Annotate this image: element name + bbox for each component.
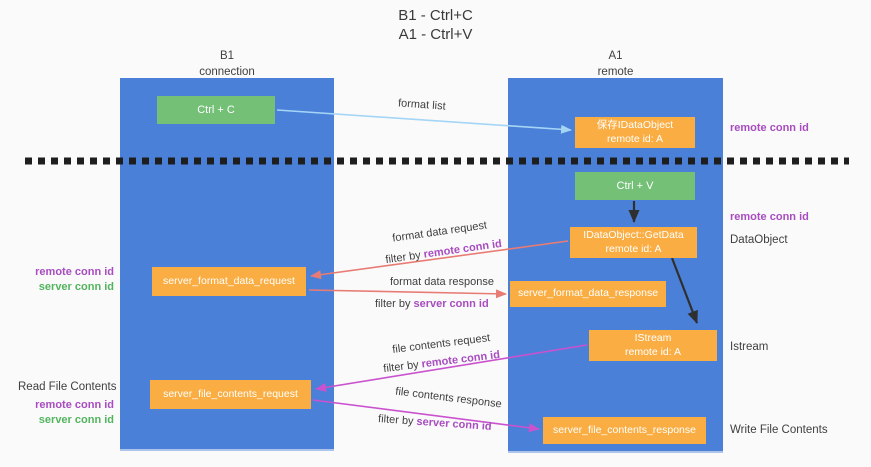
ctrl-c-label: Ctrl + C xyxy=(197,103,235,116)
save-idataobject-line1: 保存IDataObject xyxy=(596,118,674,131)
filter-by-text: filter by xyxy=(377,413,414,428)
right-remote-conn-id-mid: remote conn id xyxy=(730,211,809,223)
server-conn-id-text: server conn id xyxy=(413,298,489,310)
filter-by-text: filter by xyxy=(375,298,411,310)
lane-a1-name: A1 xyxy=(608,50,623,62)
title-line-2: A1 - Ctrl+V xyxy=(398,26,473,44)
istream-side-label: Istream xyxy=(730,341,769,353)
save-idataobject-box: 保存IDataObject remote id: A xyxy=(575,117,695,148)
server-file-contents-response-box: server_file_contents_response xyxy=(543,417,706,444)
format-data-request-arrow xyxy=(310,240,569,280)
getdata-line2: remote id: A xyxy=(605,242,662,255)
istream-box: IStream remote id: A xyxy=(589,330,717,361)
getdata-line1: IDataObject::GetData xyxy=(583,228,684,241)
dataobject-label: DataObject xyxy=(730,234,788,246)
file-contents-request-arrow xyxy=(315,344,588,392)
ctrl-c-box: Ctrl + C xyxy=(157,96,275,124)
lane-header-a1: A1 remote xyxy=(508,48,723,80)
server-format-data-request-label: server_format_data_request xyxy=(163,274,295,287)
left-server-conn-id-mid: server conn id xyxy=(38,281,114,293)
format-list-arrow xyxy=(276,109,572,134)
idataobject-getdata-box: IDataObject::GetData remote id: A xyxy=(570,227,697,258)
format-data-response-arrow xyxy=(308,289,507,299)
right-remote-conn-id-top: remote conn id xyxy=(730,122,809,134)
ctrl-v-box: Ctrl + V xyxy=(575,172,695,200)
title-line-1: B1 - Ctrl+C xyxy=(398,7,473,24)
getdata-to-istream-arrow xyxy=(670,257,699,324)
write-file-contents-label: Write File Contents xyxy=(730,424,828,436)
server-file-contents-request-label: server_file_contents_request xyxy=(163,387,298,400)
istream-line2: remote id: A xyxy=(624,345,682,358)
format-data-response-label: format data response xyxy=(390,276,494,288)
lane-b1-name: B1 xyxy=(219,50,235,62)
left-remote-conn-id-bottom: remote conn id xyxy=(35,399,114,411)
file-contents-response-arrow xyxy=(312,399,540,433)
ctrl-v-label: Ctrl + V xyxy=(616,179,654,192)
lane-a1-role: remote xyxy=(597,66,634,79)
lane-header-b1: B1 connection xyxy=(120,48,334,80)
server-format-data-response-label: server_format_data_response xyxy=(517,287,659,300)
server-format-data-request-box: server_format_data_request xyxy=(152,267,306,296)
istream-line1: IStream xyxy=(634,331,672,344)
left-remote-conn-id-mid: remote conn id xyxy=(35,266,114,278)
read-file-contents-label: Read File Contents xyxy=(18,381,117,393)
diagram-title: B1 - Ctrl+C A1 - Ctrl+V xyxy=(0,6,871,44)
server-format-data-response-box: server_format_data_response xyxy=(510,281,666,307)
server-file-contents-response-label: server_file_contents_response xyxy=(552,423,696,436)
server-file-contents-request-box: server_file_contents_request xyxy=(150,380,311,409)
save-idataobject-line2: remote id: A xyxy=(606,132,664,145)
lane-b1-role: connection xyxy=(199,66,255,79)
left-server-conn-id-bottom: server conn id xyxy=(38,414,114,426)
